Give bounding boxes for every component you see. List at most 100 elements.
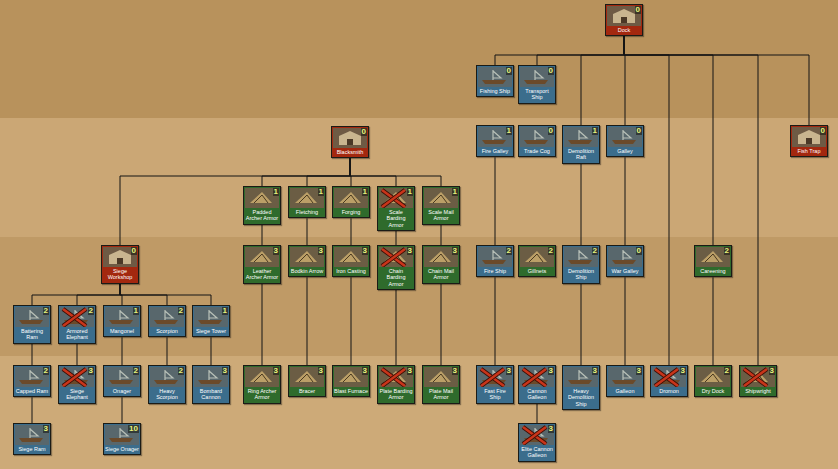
tech-glyph — [250, 371, 272, 382]
age-number: 1 — [407, 188, 413, 196]
technology-box: Scale Barding Armor1 — [377, 186, 415, 231]
age-number: 2 — [592, 247, 598, 255]
tree-connector — [120, 284, 167, 305]
item-name: Siege Ram — [15, 445, 49, 453]
unit-box: Elite Cannon Galleon3 — [518, 423, 556, 462]
tree-connector — [581, 36, 624, 125]
tree-connector — [32, 344, 33, 365]
cross-stroke — [63, 309, 86, 326]
tech-glyph-line — [254, 254, 268, 262]
unit-box: Galley0 — [606, 125, 644, 157]
cross-stroke — [63, 369, 86, 386]
tree-connector — [77, 344, 78, 365]
tree-connector — [537, 404, 538, 423]
item-name: Fire Galley — [478, 147, 512, 155]
unavailable-cross — [523, 427, 546, 444]
age-number: 0 — [548, 67, 554, 75]
tree-connector — [441, 225, 442, 245]
tech-glyph-line — [343, 195, 357, 203]
cross-stroke — [382, 369, 405, 386]
icon-ground — [105, 307, 139, 327]
item-name: Dock — [607, 26, 641, 34]
age-number: 0 — [636, 247, 642, 255]
item-name: Blast Furnace — [334, 387, 368, 395]
icon-ground — [608, 367, 642, 387]
unit-box: War Galley 0 — [606, 245, 644, 277]
tree-connector — [625, 277, 626, 365]
hull-shape — [612, 260, 636, 264]
tech-glyph-line — [705, 254, 719, 262]
icon-ground — [194, 367, 228, 387]
sail-shape — [535, 70, 543, 80]
tech-glyph-line — [529, 254, 543, 262]
building-glyph — [339, 131, 361, 145]
item-name: Heavy Demolition Ship — [564, 387, 598, 408]
icon-ground — [424, 188, 458, 208]
tech-glyph-line — [299, 374, 313, 382]
band — [0, 356, 838, 469]
age-number: 2 — [43, 307, 49, 315]
tree-connector — [495, 157, 496, 245]
sail-shape — [493, 130, 501, 140]
age-number: 3 — [769, 367, 775, 375]
item-name: Chain Mail Armor — [424, 267, 458, 282]
hull-shape — [198, 380, 222, 384]
tree-connector — [351, 277, 352, 365]
door-shape — [117, 258, 123, 264]
age-number: 1 — [452, 188, 458, 196]
cross-stroke — [382, 249, 405, 266]
cross-stroke — [744, 369, 767, 386]
technology-box: Padded Archer Armor1 — [243, 186, 281, 225]
sail-shape — [623, 370, 631, 380]
tree-connector — [713, 277, 714, 365]
item-name: Onager — [105, 387, 139, 395]
hull-shape — [109, 438, 133, 442]
sail-shape — [623, 130, 631, 140]
age-number: 3 — [273, 247, 279, 255]
hull-shape — [524, 80, 548, 84]
unit-box: Fire Ship2 — [476, 245, 514, 277]
unit-box: Armored Elephant2 — [58, 305, 96, 344]
item-name: War Galley — [608, 267, 642, 275]
icon-ground — [290, 247, 324, 267]
item-name: Heavy Scorpion — [150, 387, 184, 402]
unit-box: Demolition Raft1 — [562, 125, 600, 164]
item-name: Scale Mail Armor — [424, 208, 458, 223]
item-name: Iron Casting — [334, 267, 368, 275]
age-number: 1 — [273, 188, 279, 196]
tree-connector — [624, 36, 669, 365]
technology-box: Chain Barding Armor3 — [377, 245, 415, 290]
age-number: 2 — [548, 247, 554, 255]
sail-shape — [120, 310, 128, 320]
cross-stroke — [481, 369, 504, 386]
band — [0, 0, 838, 118]
item-name: Bodkin Arrow — [290, 267, 324, 275]
cross-stroke — [523, 369, 546, 386]
icon-ground — [245, 247, 279, 267]
building-box: Siege Workshop0 — [101, 245, 139, 284]
cross-stroke — [382, 190, 405, 207]
tree-connector — [581, 164, 582, 245]
tree-connector — [625, 157, 626, 245]
tech-glyph-line — [433, 254, 447, 262]
building-glyph — [613, 9, 635, 23]
age-number: 1 — [318, 188, 324, 196]
tree-connector — [122, 397, 123, 423]
icon-ground — [60, 307, 94, 327]
icon-ground — [520, 127, 554, 147]
item-name: Plate Mail Armor — [424, 387, 458, 402]
tree-connector — [120, 284, 211, 305]
unit-box: Cannon Galleon3 — [518, 365, 556, 404]
age-number: 1 — [222, 307, 228, 315]
icon-ground — [379, 188, 413, 208]
tree-connector — [167, 337, 168, 365]
cross-stroke — [744, 369, 767, 386]
unavailable-cross — [63, 369, 86, 386]
age-number: 0 — [131, 247, 137, 255]
age-number: 10 — [128, 425, 139, 433]
age-number: 1 — [362, 188, 368, 196]
unit-box: Onager2 — [103, 365, 141, 397]
tree-connector — [262, 158, 350, 186]
age-number: 0 — [635, 6, 641, 14]
